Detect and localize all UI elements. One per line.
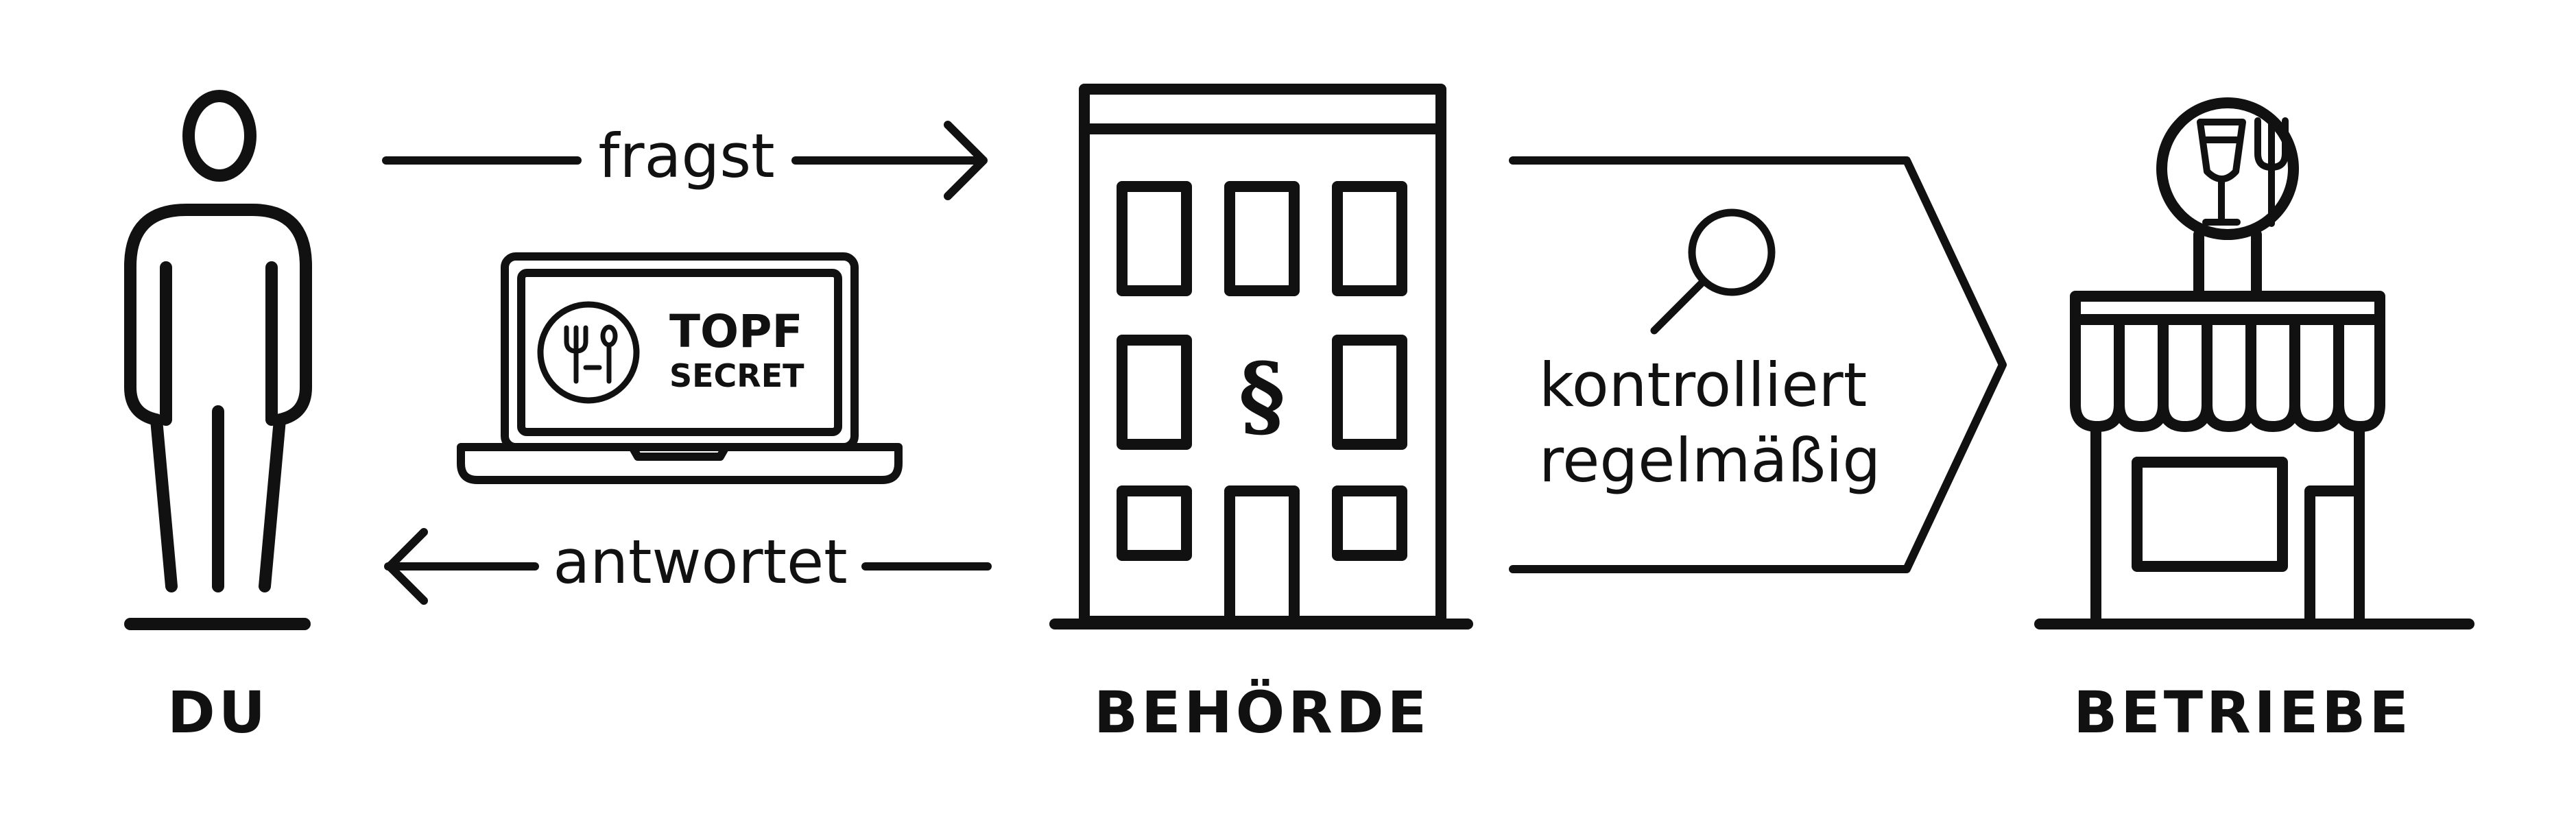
inspection-chevron (1509, 156, 2007, 573)
laptop-icon (457, 252, 903, 484)
label-kontrolliert: kontrolliert (1539, 350, 1867, 420)
label-fragst: fragst (598, 121, 774, 191)
logo-topf: TOPF (669, 305, 803, 358)
wineglass-fork-icon (2197, 117, 2289, 227)
paragraph-symbol: § (1239, 343, 1285, 448)
label-betriebe: BETRIEBE (2073, 679, 2411, 746)
label-behoerde: BEHÖRDE (1094, 679, 1430, 746)
label-du: DU (167, 679, 269, 746)
magnifier-icon (1650, 208, 1776, 335)
person-icon (124, 90, 312, 630)
arrow-ask (382, 121, 988, 200)
label-antwortet: antwortet (553, 527, 847, 597)
topf-secret-logo: TOPF SECRET (537, 301, 804, 404)
authority-building-icon (1049, 84, 1473, 629)
restaurant-storefront-icon (2034, 97, 2474, 629)
logo-secret: SECRET (669, 357, 804, 394)
label-regelmaessig: regelmäßig (1539, 425, 1881, 496)
arrow-answer (384, 528, 992, 605)
